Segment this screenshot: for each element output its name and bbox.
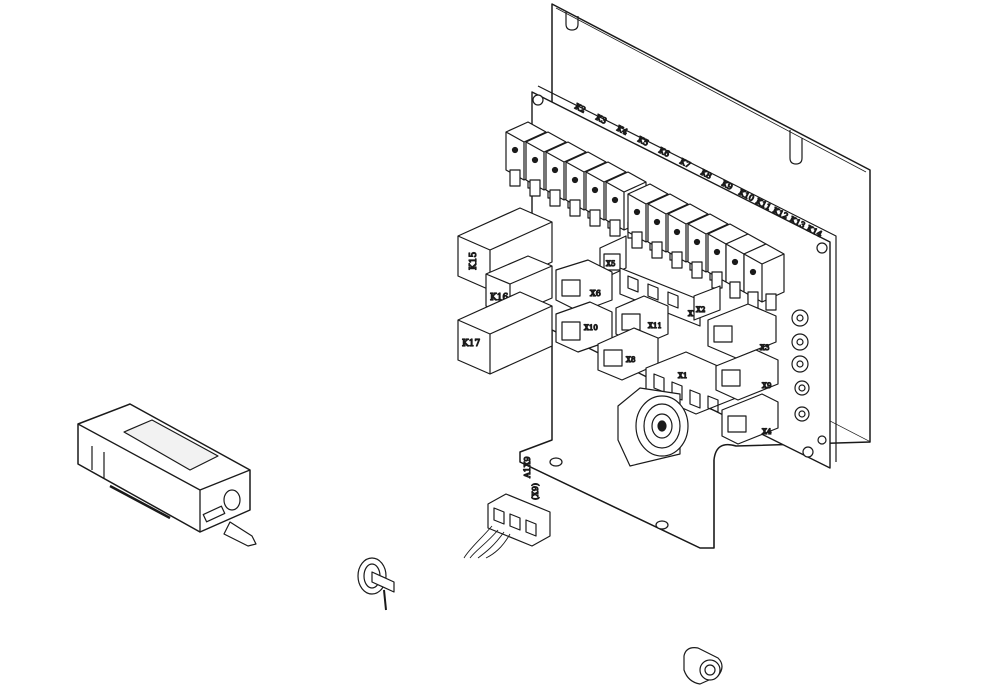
connector-label-x10: X10: [584, 324, 598, 332]
protective-cap: [683, 647, 723, 685]
plug-label-line1: A1X9: [523, 456, 532, 479]
connector-label-x3: X3: [760, 344, 769, 352]
relay-k14: [743, 243, 785, 311]
cable-clip: [357, 557, 395, 611]
control-module-box: [77, 403, 257, 547]
relay-block-label-k16: K16: [490, 293, 508, 303]
connector-label-x9: X9: [762, 382, 771, 390]
connector-label-x7: X7: [688, 310, 697, 318]
relay-block-k17: K17: [457, 291, 553, 375]
connector-x6: X6: [555, 259, 613, 313]
relay-label-group: K2 K3 K4 K5 K6 K7 K8 K9 K10 K11 K12 K13 …: [572, 101, 824, 240]
plug-a1x9: A1X9 (X9): [463, 456, 551, 559]
connector-label-x2: X2: [696, 306, 705, 314]
plug-label-line2: (X9): [531, 483, 540, 500]
connector-x4: X4: [721, 393, 779, 445]
relay-block-label-k17: K17: [462, 339, 480, 349]
connector-label-x8: X8: [626, 356, 635, 364]
connector-label-x4: X4: [762, 428, 772, 436]
terminal-column: [791, 309, 810, 422]
relay-row: [505, 121, 785, 311]
connector-x7: X7: [619, 267, 701, 327]
cable-gland: [617, 387, 689, 467]
connector-label-x1: X1: [678, 372, 687, 380]
connector-x10: X10: [555, 301, 613, 353]
connector-label-x5: X5: [606, 260, 615, 268]
connector-x3: X3: [707, 303, 777, 359]
connector-group: X5 X6 X7 X10 X11 X8: [555, 235, 779, 445]
relay-block-label-k15: K15: [469, 252, 479, 270]
connector-x2: X2: [693, 285, 721, 321]
connector-label-x11: X11: [648, 322, 662, 330]
connector-label-x6: X6: [590, 289, 601, 298]
connector-x9: X9: [715, 349, 779, 401]
connector-x8: X8: [597, 327, 659, 381]
